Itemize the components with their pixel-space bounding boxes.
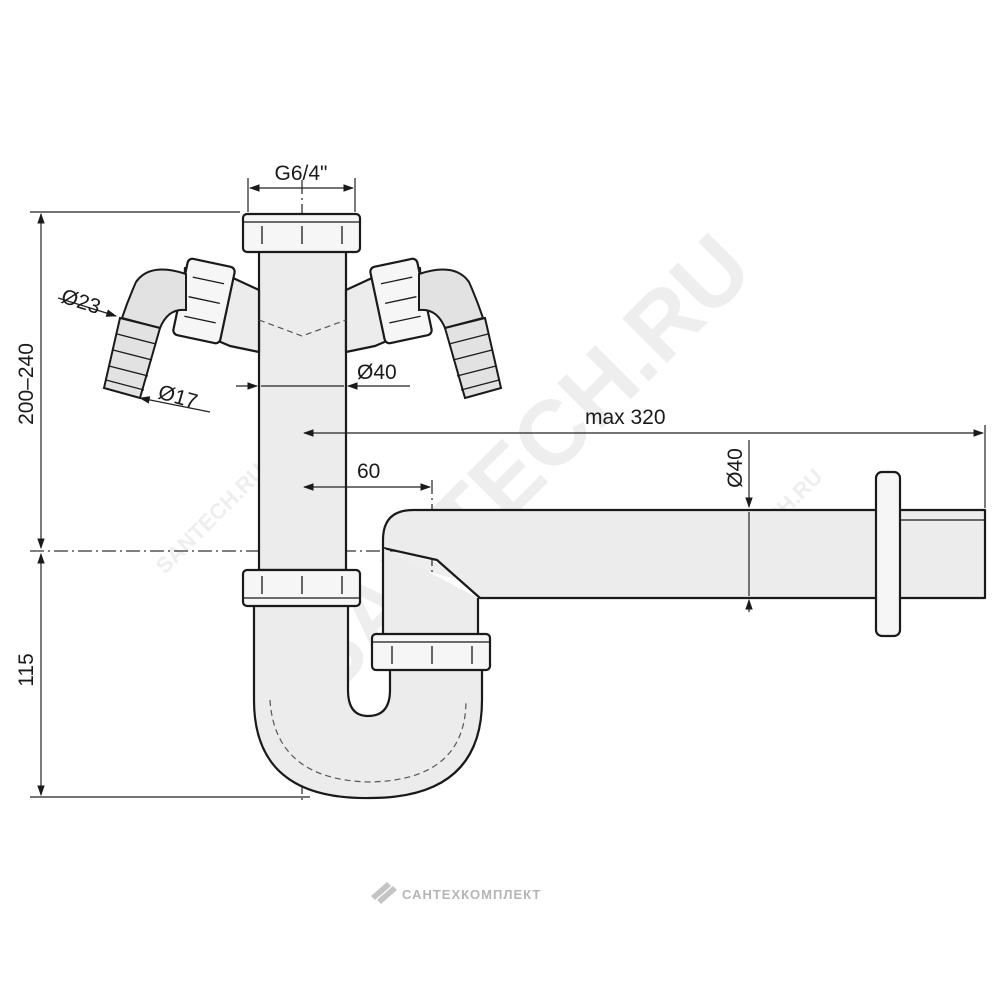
inlet-inner-leader [138, 396, 211, 413]
inlet-inner-label: Ø17 [156, 381, 201, 414]
pipe-diameter-label: Ø40 [357, 361, 397, 384]
u-bend-inner-line [269, 699, 467, 783]
elbow-seam [436, 559, 481, 599]
inlet-left-barb-rings [105, 333, 157, 391]
thread-label: G6/4" [275, 162, 328, 185]
main-pipe-body [257, 246, 348, 572]
inlet-outer-label: Ø23 [58, 285, 103, 319]
height-upper-label: 200–240 [15, 343, 38, 425]
inlet-outer-leader [57, 297, 118, 317]
watermark-small-left: SANTECH.RU [151, 459, 271, 579]
offset-label: 60 [357, 460, 380, 483]
wall-flange [874, 470, 902, 638]
u-bend-body [252, 602, 484, 800]
inlet-left [102, 257, 261, 400]
outlet-pipe [381, 470, 987, 638]
tee-hidden-lines [258, 319, 347, 337]
inlet-left-elbow [120, 268, 187, 330]
trap-outlet-nut-body [370, 632, 492, 672]
trap-outlet-nut [370, 632, 492, 672]
inlet-left-hose-barb [102, 316, 162, 400]
height-lower-label: 115 [15, 653, 38, 686]
footer-watermark: САНТЕХКОМПЛЕКТ [371, 882, 541, 904]
inlet-right-barb-rings [448, 333, 500, 391]
u-bend [252, 602, 484, 800]
inlet-right-elbow [418, 268, 485, 330]
top-nut [241, 212, 362, 254]
inlet-right [344, 257, 503, 400]
inlet-left-nut-grip [184, 276, 225, 324]
main-pipe [257, 246, 348, 572]
footer-watermark-text: САНТЕХКОМПЛЕКТ [402, 887, 541, 902]
outlet-diameter-label: Ø40 [724, 448, 747, 488]
inlet-right-hose-barb [443, 316, 503, 400]
middle-nut [241, 568, 362, 608]
inlet-right-nut-grip [380, 276, 421, 324]
max-length-label: max 320 [585, 406, 666, 429]
footer-logo-icon [371, 882, 397, 904]
outlet-elbow-body [381, 508, 987, 600]
